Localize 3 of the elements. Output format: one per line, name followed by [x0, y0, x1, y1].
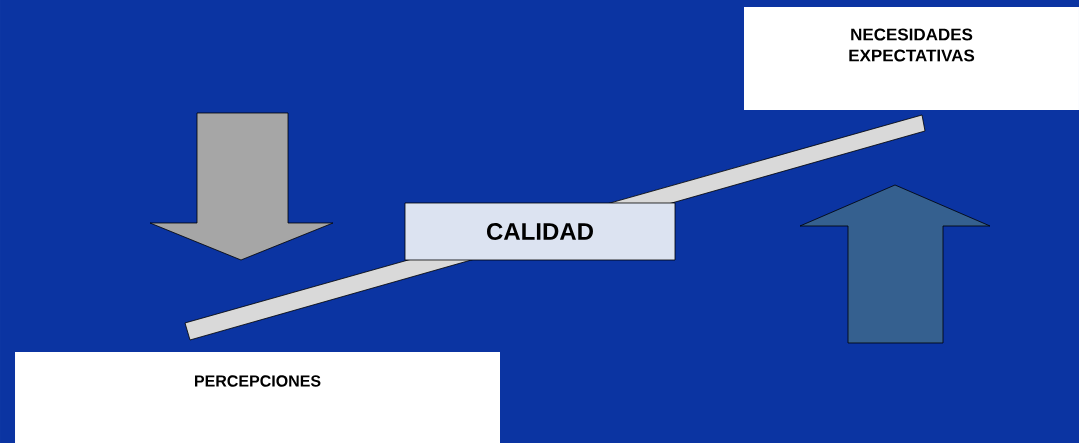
text-box: CALIDAD [404, 202, 676, 261]
text-box: PERCEPCIONES [15, 352, 500, 443]
text-box: NECESIDADES EXPECTATIVAS [744, 7, 1079, 110]
